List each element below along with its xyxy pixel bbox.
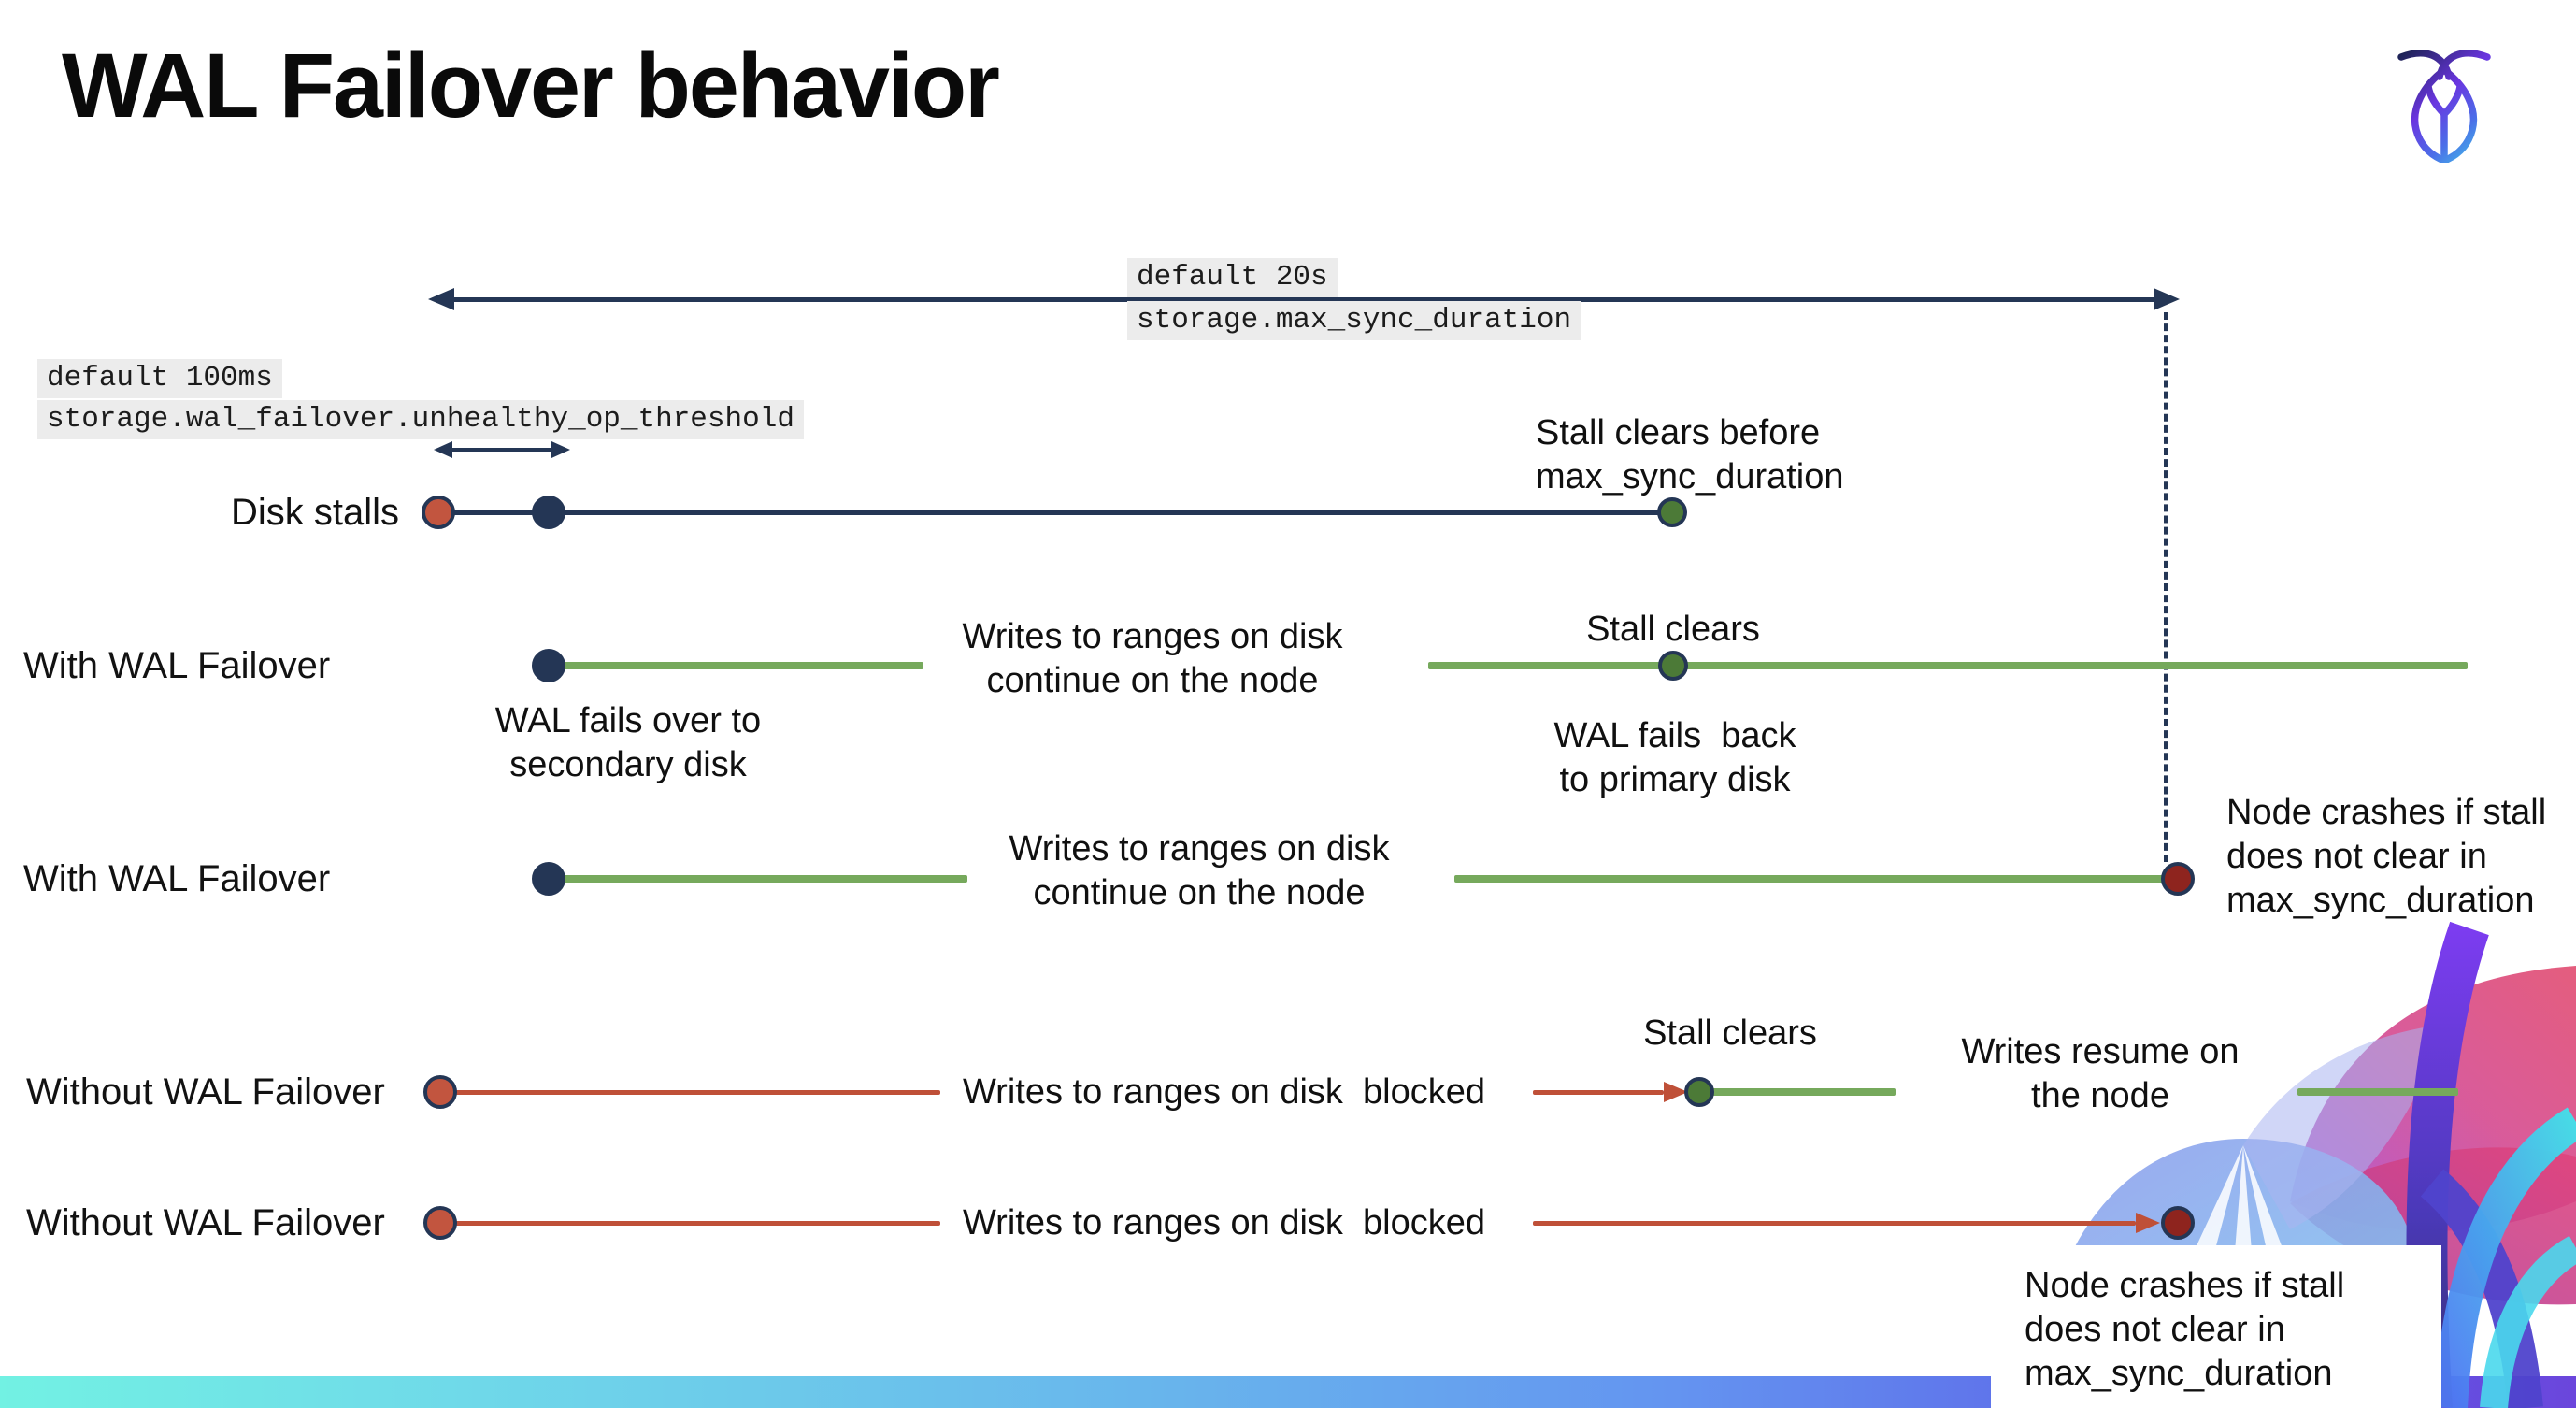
max-sync-duration-span-line: [441, 297, 2167, 302]
timeline-label-with-wal-failover: With WAL Failover: [23, 858, 331, 899]
stall-clears-dot: [1657, 497, 1687, 527]
translucent-petal: [2243, 1024, 2449, 1229]
arrowhead-left-icon: [428, 288, 454, 310]
writes-continue-line: [561, 662, 923, 669]
setting-default-tag: default 20s: [1127, 258, 1338, 297]
timeline-label-without-wal-failover: Without WAL Failover: [26, 1071, 385, 1113]
writes-continue-annotation: Writes to ranges on disk continue on the…: [962, 617, 1343, 700]
stall-clears-dot: [1684, 1077, 1714, 1107]
writes-continue-line: [561, 875, 967, 883]
cockroachdb-logo-icon: [2397, 50, 2491, 163]
writes-resume-line: [2297, 1088, 2458, 1096]
timeline-label-disk-stalls: Disk stalls: [231, 492, 400, 533]
writes-continue-line: [1428, 662, 2468, 669]
writes-continue-line: [1454, 875, 2178, 883]
stall-clears-before-annotation: Stall clears before max_sync_duration: [1536, 413, 1844, 496]
cyan-arc-inner: [2480, 1235, 2576, 1408]
stall-start-dot: [423, 1206, 457, 1240]
timeline-label-with-wal-failover: With WAL Failover: [23, 645, 331, 686]
node-crashes-annotation: Node crashes if stall does not clear in …: [2226, 793, 2547, 920]
arrowhead-right-icon: [551, 441, 570, 458]
failover-dot: [532, 862, 565, 896]
page-title: WAL Failover behavior: [62, 35, 1000, 136]
stall-clears-annotation: Stall clears: [1586, 610, 1760, 649]
setting-name-tag: storage.wal_failover.unhealthy_op_thresh…: [37, 400, 804, 439]
arrowhead-right-icon: [2154, 288, 2180, 310]
node-crash-dot: [2161, 1206, 2195, 1240]
setting-name-tag: storage.max_sync_duration: [1127, 301, 1581, 340]
writes-blocked-annotation: Writes to ranges on disk blocked: [963, 1203, 1486, 1243]
node-crashes-callout-box: [1991, 1245, 2441, 1408]
disk-stall-line: [439, 510, 1673, 515]
writes-continue-annotation: Writes to ranges on disk continue on the…: [1009, 829, 1390, 912]
writes-blocked-line: [451, 1090, 940, 1095]
writes-resume-annotation: Writes resume on the node: [1961, 1032, 2240, 1115]
red-arrowhead-icon: [1664, 1082, 1688, 1102]
stall-clears-annotation: Stall clears: [1643, 1013, 1817, 1053]
writes-resume-line: [1710, 1088, 1896, 1096]
writes-blocked-line: [1533, 1221, 2136, 1226]
writes-blocked-annotation: Writes to ranges on disk blocked: [963, 1072, 1486, 1112]
max-sync-deadline-dashed-line: [2164, 312, 2168, 862]
writes-blocked-line: [451, 1221, 940, 1226]
cyan-arc-outer: [2434, 1107, 2576, 1408]
threshold-span-line: [447, 448, 553, 452]
red-arrowhead-icon: [2136, 1213, 2160, 1233]
stall-clears-dot: [1658, 651, 1688, 681]
stall-start-dot: [422, 496, 455, 529]
timeline-label-without-wal-failover: Without WAL Failover: [26, 1202, 385, 1243]
body-outline: [2411, 65, 2478, 163]
setting-default-tag: default 100ms: [37, 359, 282, 398]
arrowhead-left-icon: [434, 441, 452, 458]
stall-start-dot: [423, 1075, 457, 1109]
fails-over-annotation: WAL fails over to secondary disk: [494, 701, 762, 784]
writes-blocked-line: [1533, 1090, 1664, 1095]
body-vein: [2425, 83, 2464, 159]
node-crashes-annotation: Node crashes if stall does not clear in …: [2025, 1266, 2345, 1393]
threshold-dot: [532, 496, 565, 529]
failover-dot: [532, 649, 565, 682]
fails-back-annotation: WAL fails back to primary disk: [1553, 716, 1796, 799]
node-crash-dot: [2161, 862, 2195, 896]
